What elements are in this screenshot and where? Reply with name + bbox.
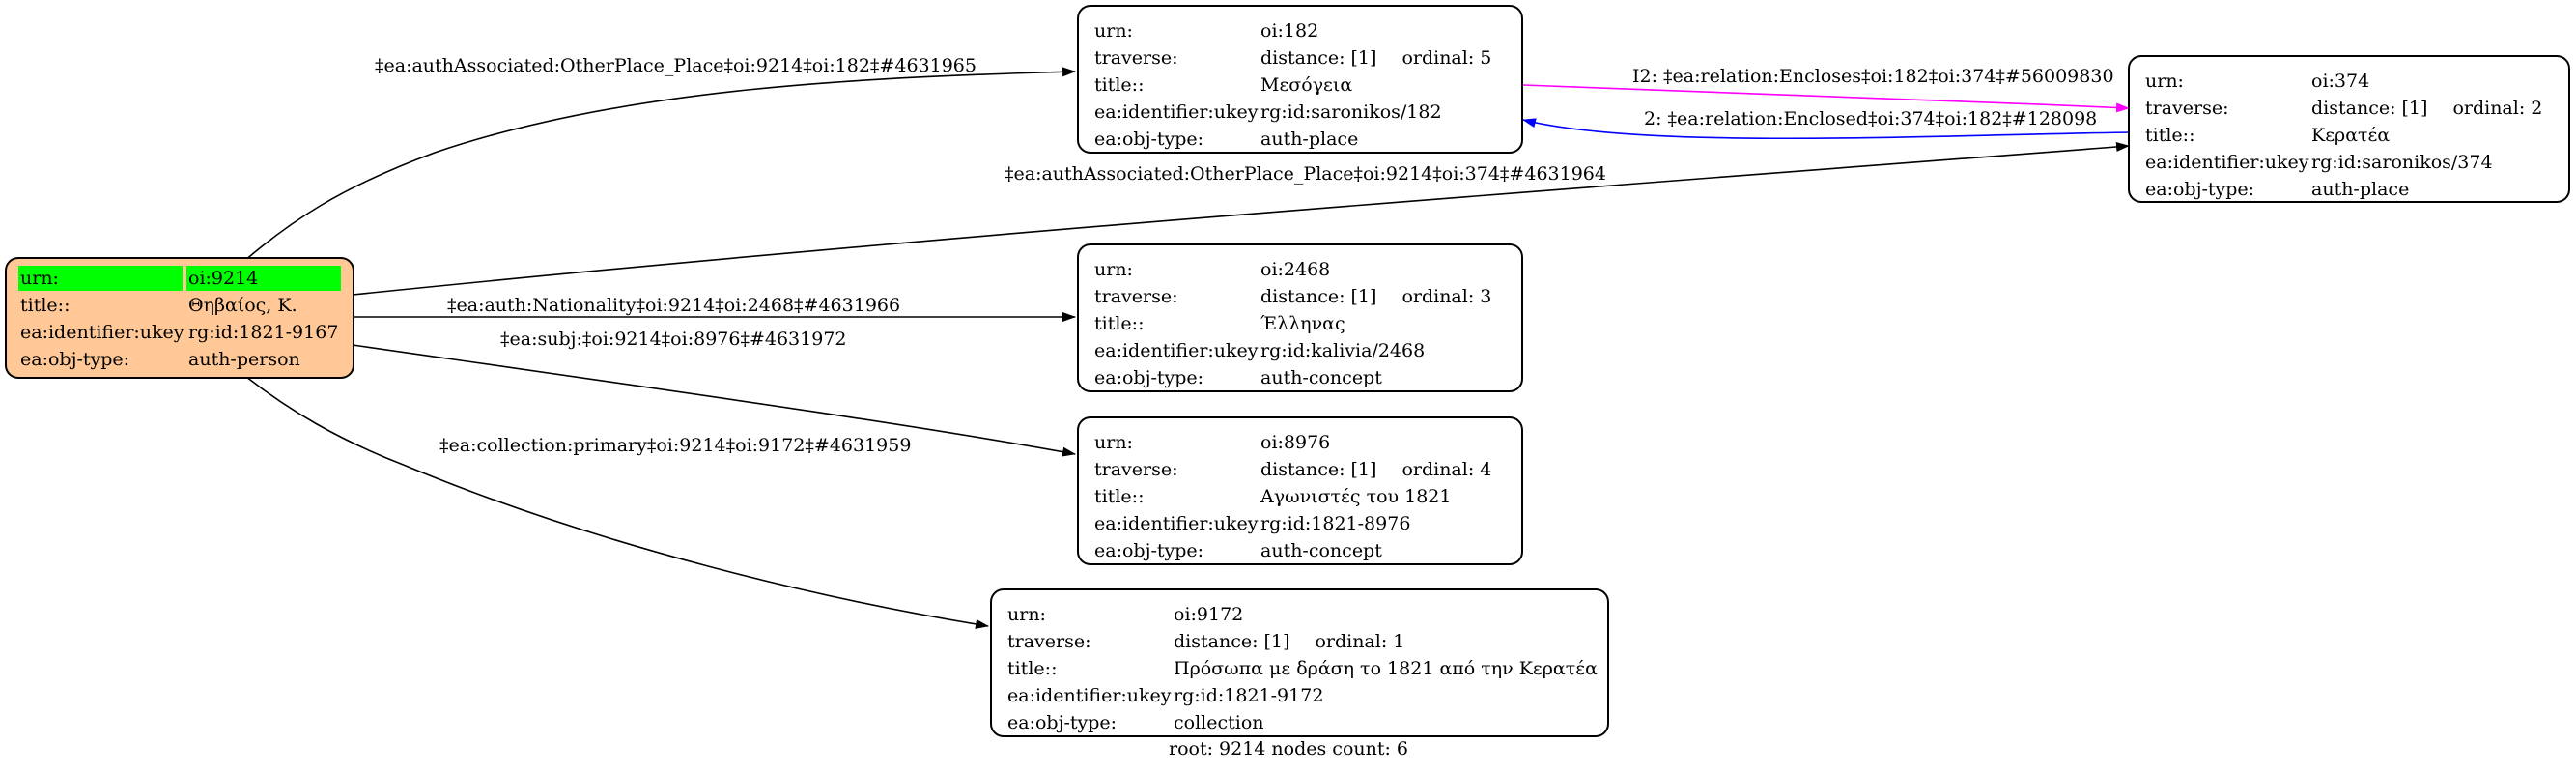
key-ukey: ea:identifier:ukey: [2145, 152, 2309, 173]
value-distance: distance: [1]: [1260, 47, 1377, 69]
key-title: title::: [1094, 486, 1145, 507]
key-traverse: traverse:: [1094, 286, 1178, 307]
key-urn: urn:: [1094, 20, 1133, 42]
value-obj-type: auth-place: [2311, 179, 2410, 200]
root-key-type: ea:obj-type:: [20, 349, 130, 370]
edge-182-encloses-374: [1522, 84, 2130, 113]
node-oi-182[interactable]: urn: oi:182 traverse: distance: [1] ordinal…: [1077, 5, 1523, 154]
edge-label-root-374: ‡ea:authAssociated:OtherPlace_Place‡oi:9…: [1005, 163, 1606, 185]
key-obj-type: ea:obj-type:: [2145, 179, 2255, 200]
edge-label-encloses: I2: ‡ea:relation:Encloses‡oi:182‡oi:374‡…: [1632, 66, 2114, 87]
node-oi-8976[interactable]: urn: oi:8976 traverse: distance: [1] ordina…: [1077, 416, 1523, 565]
value-ordinal: ordinal: 3: [1401, 286, 1492, 307]
root-value-ukey: rg:id:1821-9167: [188, 322, 339, 343]
key-ukey: ea:identifier:ukey: [1094, 340, 1259, 361]
value-ordinal: ordinal: 5: [1401, 47, 1492, 69]
value-urn: oi:182: [1260, 20, 1319, 42]
key-ukey: ea:identifier:ukey: [1094, 101, 1259, 123]
edge-label-root-8976: ‡ea:subj:‡oi:9214‡oi:8976‡#4631972: [500, 329, 847, 350]
key-traverse: traverse:: [2145, 98, 2229, 119]
node-oi-9172[interactable]: urn: oi:9172 traverse: distance: [1] ordina…: [990, 588, 1609, 737]
edge-root-to-182: [243, 67, 1076, 262]
root-value-type: auth-person: [188, 349, 300, 370]
edge-374-enclosed-182: [1522, 118, 2130, 140]
key-obj-type: ea:obj-type:: [1007, 712, 1118, 733]
edge-label-root-182: ‡ea:authAssociated:OtherPlace_Place‡oi:9…: [375, 55, 977, 76]
root-node[interactable]: urn: oi:9214 title:: Θηβαίος, Κ. ea:iden…: [5, 257, 354, 379]
value-distance: distance: [1]: [1174, 631, 1290, 652]
value-urn: oi:9172: [1174, 604, 1244, 625]
value-obj-type: collection: [1174, 712, 1264, 733]
value-distance: distance: [1]: [1260, 286, 1377, 307]
root-row-type: ea:obj-type: auth-person: [18, 346, 341, 373]
key-urn: urn:: [1007, 604, 1046, 625]
value-urn: oi:8976: [1260, 432, 1331, 453]
edge-label-root-9172: ‡ea:collection:primary‡oi:9214‡oi:9172‡#…: [439, 435, 912, 456]
value-obj-type: auth-place: [1260, 129, 1359, 150]
value-ukey: rg:id:saronikos/374: [2311, 152, 2493, 173]
root-value-title: Θηβαίος, Κ.: [188, 295, 297, 316]
value-ordinal: ordinal: 2: [2452, 98, 2543, 119]
edge-root-to-9172: [245, 376, 989, 629]
root-row-title: title:: Θηβαίος, Κ.: [18, 292, 341, 319]
value-ukey: rg:id:kalivia/2468: [1260, 340, 1426, 361]
value-title: Πρόσωπα με δράση το 1821 από την Κερατέα: [1174, 658, 1598, 679]
value-obj-type: auth-concept: [1260, 367, 1382, 388]
key-urn: urn:: [2145, 71, 2184, 92]
value-ukey: rg:id:1821-8976: [1260, 513, 1411, 534]
root-row-urn: urn: oi:9214: [18, 265, 341, 292]
value-ukey: rg:id:1821-9172: [1174, 685, 1324, 706]
key-traverse: traverse:: [1007, 631, 1091, 652]
graph-footer: root: 9214 nodes count: 6: [1169, 738, 1409, 759]
value-urn: oi:2468: [1260, 259, 1331, 280]
key-obj-type: ea:obj-type:: [1094, 367, 1204, 388]
key-traverse: traverse:: [1094, 459, 1178, 480]
value-title: Έλληνας: [1260, 313, 1345, 334]
value-title: Κερατέα: [2311, 125, 2391, 146]
edge-label-enclosed: 2: ‡ea:relation:Enclosed‡oi:374‡oi:182‡#…: [1644, 108, 2098, 129]
value-obj-type: auth-concept: [1260, 540, 1382, 561]
edge-label-root-2468: ‡ea:auth:Nationality‡oi:9214‡oi:2468‡#46…: [447, 295, 901, 316]
key-obj-type: ea:obj-type:: [1094, 540, 1204, 561]
root-key-ukey: ea:identifier:ukey: [20, 322, 184, 343]
edge-root-to-8976: [352, 344, 1076, 457]
key-ukey: ea:identifier:ukey: [1094, 513, 1259, 534]
value-title: Μεσόγεια: [1260, 74, 1353, 96]
value-distance: distance: [1]: [2311, 98, 2428, 119]
value-ukey: rg:id:saronikos/182: [1260, 101, 1442, 123]
key-obj-type: ea:obj-type:: [1094, 129, 1204, 150]
key-ukey: ea:identifier:ukey: [1007, 685, 1172, 706]
key-title: title::: [1094, 313, 1145, 334]
edge-root-to-374: [352, 142, 2130, 296]
root-value-urn: oi:9214: [186, 266, 341, 291]
key-urn: urn:: [1094, 259, 1133, 280]
value-title: Αγωνιστές του 1821: [1260, 486, 1452, 507]
root-key-title: title::: [20, 295, 71, 316]
node-oi-374[interactable]: urn: oi:374 traverse: distance: [1] ordinal…: [2128, 55, 2570, 203]
value-urn: oi:374: [2311, 71, 2370, 92]
root-row-ukey: ea:identifier:ukey rg:id:1821-9167: [18, 319, 341, 346]
key-traverse: traverse:: [1094, 47, 1178, 69]
value-distance: distance: [1]: [1260, 459, 1377, 480]
value-ordinal: ordinal: 4: [1401, 459, 1492, 480]
key-title: title::: [2145, 125, 2195, 146]
root-key-urn: urn:: [18, 266, 183, 291]
key-urn: urn:: [1094, 432, 1133, 453]
key-title: title::: [1094, 74, 1145, 96]
node-oi-2468[interactable]: urn: oi:2468 traverse: distance: [1] ordina…: [1077, 243, 1523, 392]
value-ordinal: ordinal: 1: [1315, 631, 1405, 652]
key-title: title::: [1007, 658, 1058, 679]
